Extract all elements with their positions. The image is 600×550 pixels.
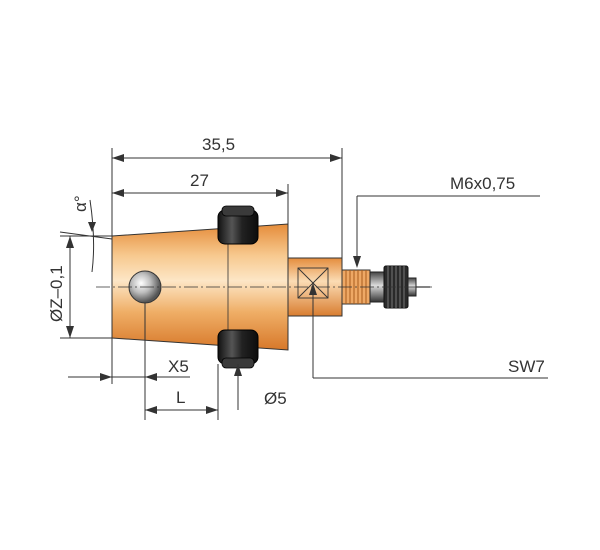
angle-label: α° [71, 195, 90, 212]
dimension-angle: α° [59, 195, 113, 273]
overall-length-label: 35,5 [202, 135, 235, 154]
thread-label: M6x0,75 [450, 174, 515, 193]
offset-x-label: X5 [168, 357, 189, 376]
top-grommet [217, 205, 259, 245]
dimension-overall-length: 35,5 [111, 135, 343, 258]
bottom-grommet [217, 329, 259, 369]
length-l-label: L [176, 388, 185, 407]
diameter-label: ØZ–0,1 [47, 265, 66, 322]
wrench-size-leader: SW7 [309, 283, 548, 379]
wrench-size-label: SW7 [508, 357, 545, 376]
body-length-label: 27 [190, 171, 209, 190]
dimension-offset-x: X5 [68, 303, 190, 420]
thread-leader: M6x0,75 [353, 174, 540, 268]
hole-diameter-label: Ø5 [264, 389, 287, 408]
dimension-diameter: ØZ–0,1 [47, 236, 112, 339]
dimension-body-length: 27 [112, 171, 289, 224]
dimension-length-l: L [145, 364, 219, 420]
nipple-body [96, 205, 432, 369]
dimension-hole-diameter: Ø5 [234, 364, 287, 410]
